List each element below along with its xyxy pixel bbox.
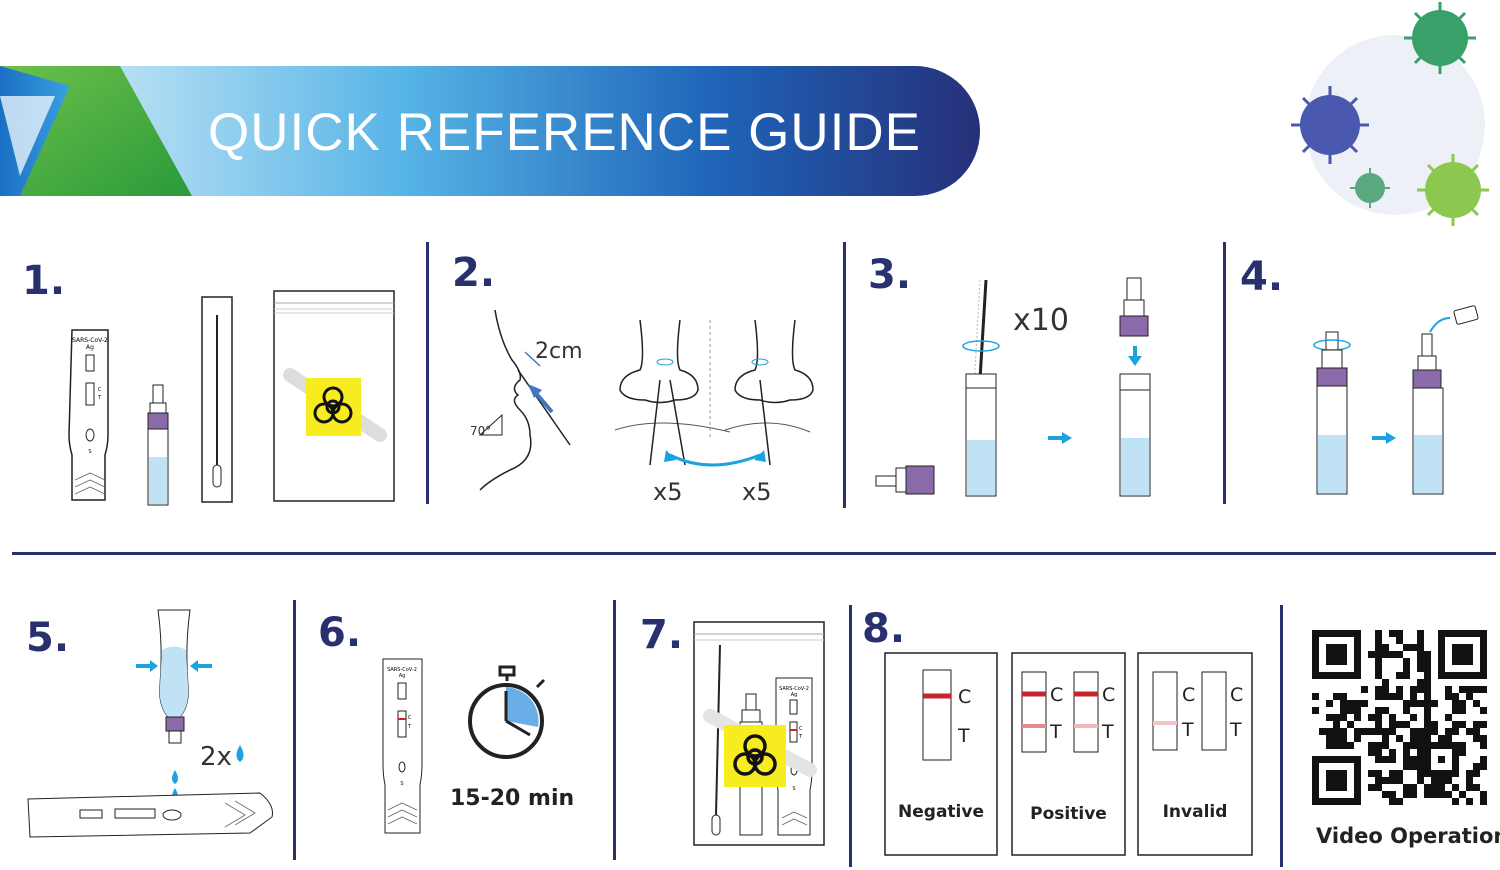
positive-t-label-1: T <box>1049 721 1062 743</box>
cap-tube-illustration <box>1313 305 1479 495</box>
step-number-4: 4. <box>1240 254 1284 300</box>
negative-c-label: C <box>958 686 971 708</box>
divider <box>843 242 846 508</box>
divider <box>426 242 429 504</box>
mix-sample-illustration: x10 <box>875 277 1151 497</box>
positive-t-label-2: T <box>1101 721 1114 743</box>
step-number-8: 8. <box>862 606 906 652</box>
rotations-right-label: x5 <box>742 478 771 506</box>
step-number-2: 2. <box>452 250 496 296</box>
qr-label: Video Operation <box>1316 824 1500 848</box>
divider <box>613 600 616 860</box>
cassette-c-mark: C <box>408 715 412 721</box>
step-number-5: 5. <box>26 615 70 661</box>
invalid-label: Invalid <box>1162 802 1228 822</box>
insert-angle-label: 70° <box>470 424 491 438</box>
disposal-bag-illustration: SARS-CoV-2 Ag C T S <box>693 621 825 846</box>
cassette-sub: Ag <box>399 673 406 679</box>
cassette-s-mark: S <box>88 449 91 455</box>
divider <box>1280 605 1283 867</box>
invalid-c-label-2: C <box>1230 684 1243 706</box>
stopwatch-icon <box>468 665 546 759</box>
cassette-s-mark: S <box>792 786 795 792</box>
positive-c-label-1: C <box>1050 684 1063 706</box>
cassette-brand: SARS-CoV-2 <box>72 337 108 344</box>
step-number-7: 7. <box>640 612 684 658</box>
cassette-icon: SARS-CoV-2 Ag C T S <box>382 658 423 834</box>
positive-label: Positive <box>1030 804 1107 824</box>
cassette-brand: SARS-CoV-2 <box>779 686 809 692</box>
section-divider <box>12 552 1496 555</box>
test-cassette-icon <box>68 329 109 501</box>
extraction-tube-icon <box>147 384 169 506</box>
positive-c-label-2: C <box>1102 684 1115 706</box>
virus-decoration <box>1291 2 1489 226</box>
insert-depth-label: 2cm <box>535 339 583 364</box>
cassette-t-mark: T <box>407 724 412 730</box>
invalid-t-label-2: T <box>1229 719 1242 741</box>
page-title: QUICK REFERENCE GUIDE <box>208 103 922 162</box>
qr-code[interactable] <box>1312 630 1487 805</box>
rotations-left-label: x5 <box>653 478 682 506</box>
cassette-s-mark: S <box>400 781 403 787</box>
nasal-swab-illustration: 2cm 70° x5 x5 <box>470 309 814 506</box>
cassette-c-mark: C <box>799 726 803 732</box>
kit-contents-illustration: SARS-CoV-2 Ag C T S <box>68 290 395 506</box>
cassette-c-mark: C <box>98 387 102 393</box>
apply-drops-illustration <box>27 609 273 838</box>
wait-time-label: 15-20 min <box>450 786 575 811</box>
invalid-c-label-1: C <box>1182 684 1195 706</box>
cassette-sub: Ag <box>791 692 798 698</box>
stir-count-label: x10 <box>1013 303 1069 338</box>
drops-count-label: 2x <box>200 742 232 772</box>
divider <box>849 605 852 867</box>
invalid-t-label-1: T <box>1181 719 1194 741</box>
header-banner <box>0 66 980 196</box>
negative-t-label: T <box>957 725 970 747</box>
cassette-sub: Ag <box>86 344 94 351</box>
biohazard-bag-icon <box>273 290 395 502</box>
negative-label: Negative <box>898 802 984 822</box>
step-number-1: 1. <box>22 258 66 304</box>
step-number-6: 6. <box>318 610 362 656</box>
cassette-t-mark: T <box>97 395 102 401</box>
divider <box>293 600 296 860</box>
divider <box>1223 242 1226 504</box>
cassette-t-mark: T <box>798 734 803 740</box>
swab-package-icon <box>201 296 233 503</box>
results-illustration: C T C T C T C T C T <box>884 652 1253 856</box>
step-number-3: 3. <box>868 252 912 298</box>
cassette-brand: SARS-CoV-2 <box>387 667 417 673</box>
